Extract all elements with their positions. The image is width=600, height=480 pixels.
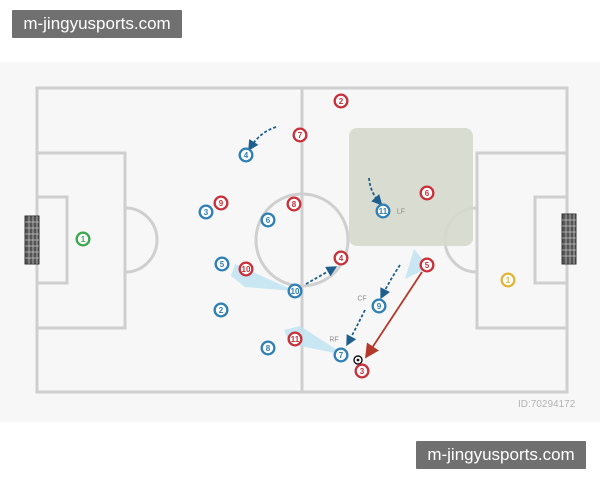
- player-number: 9: [377, 302, 382, 311]
- press-arrow-red-5: [365, 271, 423, 359]
- player-label-rf: RF: [329, 337, 338, 344]
- player-marker-face: [289, 333, 301, 345]
- player-marker-red-5: 5: [419, 257, 435, 273]
- player-number: 10: [242, 265, 251, 274]
- player-marker-face: [289, 285, 301, 297]
- left-goal: [24, 215, 40, 265]
- player-marker-green-1: 1: [75, 231, 91, 247]
- player-number: 1: [506, 276, 511, 285]
- centre-circle: [254, 192, 350, 288]
- player-marker-face: [200, 206, 212, 218]
- player-marker-face: [216, 258, 228, 270]
- player-marker-face: [262, 342, 274, 354]
- player-number: 3: [204, 208, 209, 217]
- player-marker-face: [502, 274, 514, 286]
- player-marker-face: [335, 95, 347, 107]
- player-marker-face: [262, 214, 274, 226]
- player-marker-blue-5: 5: [214, 256, 230, 272]
- player-marker-face: [215, 304, 227, 316]
- player-number: 10: [291, 287, 300, 296]
- player-marker-red-6: 6: [419, 185, 435, 201]
- players-layer: 2 7 4 6 11 9 8 3 6 1 5 10 4 5 10 9 1 2 11 7 8 3: [75, 93, 516, 379]
- right-goal: [561, 213, 577, 265]
- player-marker-blue-11: 11: [375, 203, 391, 219]
- player-number: 6: [425, 189, 430, 198]
- player-marker-blue-8: 8: [260, 340, 276, 356]
- left-penalty-arc: [124, 206, 159, 274]
- player-number: 4: [244, 151, 249, 160]
- player-marker-face: [77, 233, 89, 245]
- player-number: 5: [220, 260, 225, 269]
- player-number: 2: [339, 97, 344, 106]
- player-marker-red-2: 2: [333, 93, 349, 109]
- player-marker-red-10: 10: [238, 261, 254, 277]
- watermark-bottom: m-jingyusports.com: [416, 441, 586, 469]
- player-marker-yellow-1: 1: [500, 272, 516, 288]
- player-number: 4: [339, 254, 344, 263]
- player-number: 6: [266, 216, 271, 225]
- player-marker-face: [215, 197, 227, 209]
- player-marker-red-3: 3: [354, 363, 370, 379]
- left-goal-area: [35, 195, 69, 285]
- run-arrow-blue-9: [380, 264, 401, 300]
- player-marker-face: [335, 252, 347, 264]
- player-label-lf: LF: [397, 209, 405, 216]
- run-arrow-blue-4: [248, 126, 277, 152]
- player-number: 8: [292, 200, 297, 209]
- player-marker-red-7: 7: [292, 127, 308, 143]
- player-number: 8: [266, 344, 271, 353]
- player-marker-face: [335, 349, 347, 361]
- player-marker-blue-6: 6: [260, 212, 276, 228]
- player-marker-blue-4: 4: [238, 147, 254, 163]
- player-marker-red-9: 9: [213, 195, 229, 211]
- player-marker-blue-9: 9: [371, 298, 387, 314]
- ball-icon: [353, 355, 363, 365]
- player-number: 5: [425, 261, 430, 270]
- player-number: 11: [379, 207, 388, 216]
- player-marker-blue-2: 2: [213, 302, 229, 318]
- player-marker-face: [421, 187, 433, 199]
- player-number: 3: [360, 367, 365, 376]
- player-number: 2: [219, 306, 224, 315]
- player-marker-face: [356, 365, 368, 377]
- pass-cone-right: [405, 249, 427, 279]
- player-number: 7: [339, 351, 344, 360]
- player-marker-blue-7: 7: [333, 347, 349, 363]
- player-marker-face: [421, 259, 433, 271]
- player-marker-red-11: 11: [287, 331, 303, 347]
- highlighted-zone: [349, 128, 473, 246]
- player-number: 9: [219, 199, 224, 208]
- player-marker-face: [373, 300, 385, 312]
- player-marker-face: [288, 198, 300, 210]
- player-marker-face: [294, 129, 306, 141]
- player-number: 1: [81, 235, 86, 244]
- player-marker-face: [240, 149, 252, 161]
- watermark-top: m-jingyusports.com: [12, 10, 182, 38]
- pass-arrow-blue-10: [305, 266, 338, 285]
- pitch-background: [0, 62, 600, 422]
- player-marker-blue-3: 3: [198, 204, 214, 220]
- player-marker-red-4: 4: [333, 250, 349, 266]
- run-arrow-blue-7: [346, 309, 366, 347]
- player-marker-blue-10: 10: [287, 283, 303, 299]
- run-arrow-blue-11: [368, 177, 383, 206]
- right-penalty-area: [475, 151, 569, 330]
- corner-id-text: ID:70294172: [518, 399, 576, 410]
- player-marker-face: [377, 205, 389, 217]
- player-label-cf: CF: [357, 296, 366, 303]
- centre-spot: [300, 238, 304, 242]
- player-marker-face: [240, 263, 252, 275]
- player-marker-red-8: 8: [286, 196, 302, 212]
- player-number: 11: [291, 335, 300, 344]
- player-number: 7: [298, 131, 303, 140]
